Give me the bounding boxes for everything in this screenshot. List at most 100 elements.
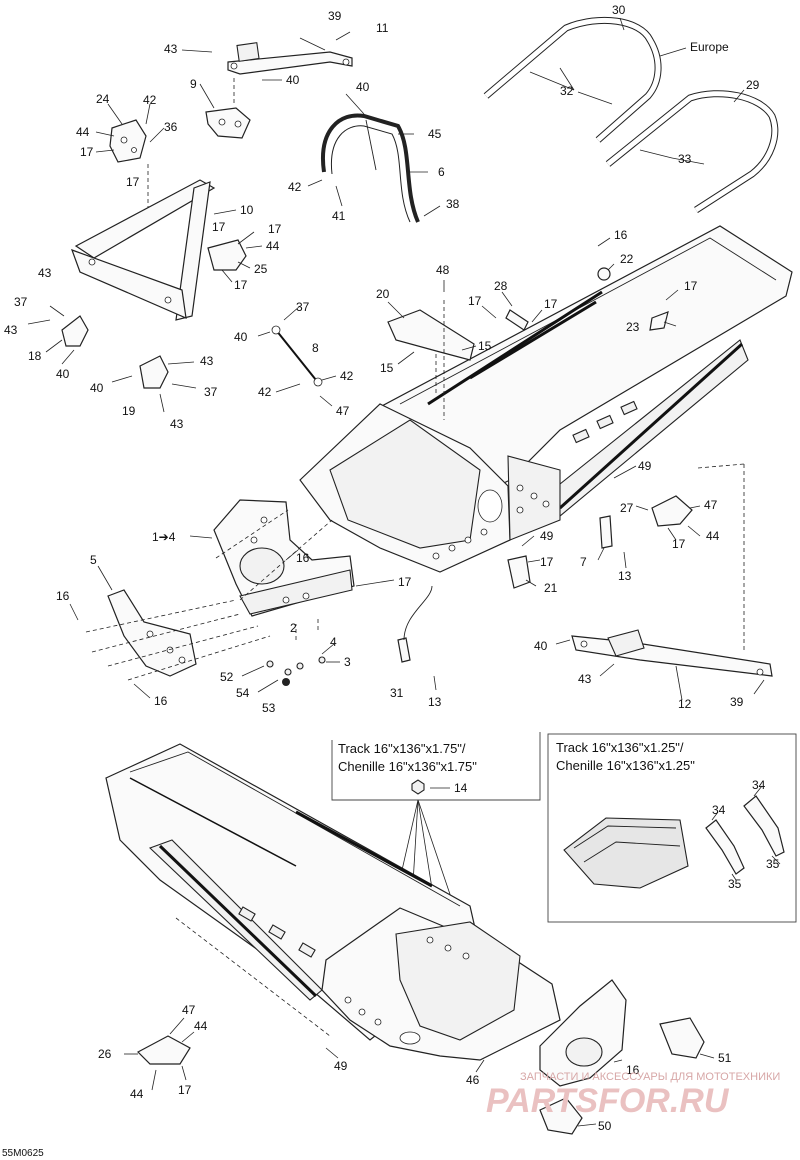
callout-17-g: 17 [544, 297, 558, 311]
callout-49-a: 49 [638, 459, 652, 473]
callout-43-d: 43 [170, 417, 184, 431]
callout-6: 6 [438, 165, 445, 179]
callout-44-b: 44 [266, 239, 280, 253]
callout-33: 33 [678, 152, 692, 166]
callout-19: 19 [122, 404, 136, 418]
callout-17-d: 17 [268, 222, 282, 236]
callout-5: 5 [90, 553, 97, 567]
callout-40-e: 40 [90, 381, 104, 395]
callout-17-m: 17 [178, 1083, 192, 1097]
part-19-bracket [111, 355, 197, 413]
part-27-bracket [635, 495, 701, 541]
inset-track-125: Track 16"x136"x1.25"/ Chenille 16"x136"x… [547, 733, 797, 923]
callout-22: 22 [620, 252, 634, 266]
callout-10: 10 [240, 203, 254, 217]
callout-41: 41 [332, 209, 346, 223]
part-25-bracket [207, 231, 263, 283]
callout-40-c: 40 [56, 367, 70, 381]
callout-30: 30 [612, 3, 626, 17]
callout-13-b: 13 [428, 695, 442, 709]
callout-43-top: 43 [164, 42, 178, 56]
callout-29: 29 [746, 78, 760, 92]
callout-43-b: 43 [4, 323, 18, 337]
callout-18: 18 [28, 349, 42, 363]
inset-track-175: Track 16"x136"x1.75"/ Chenille 16"x136"x… [331, 732, 541, 801]
callout-27: 27 [620, 501, 634, 515]
callout-37-c: 37 [204, 385, 218, 399]
part-6-hoop [307, 93, 441, 223]
callout-43-a: 43 [38, 266, 52, 280]
callout-13-a: 13 [618, 569, 632, 583]
inset-175-part: 14 [454, 781, 468, 795]
part-1-4-front-frame [189, 499, 395, 617]
callout-17-k: 17 [540, 555, 554, 569]
callout-44-e: 44 [130, 1087, 144, 1101]
callout-25: 25 [254, 262, 268, 276]
callout-49-b: 49 [540, 529, 554, 543]
callout-34-b: 34 [712, 803, 726, 817]
callout-46: 46 [466, 1073, 480, 1087]
callout-17-f: 17 [468, 294, 482, 308]
callout-16-d: 16 [626, 1063, 640, 1077]
callout-51: 51 [718, 1051, 732, 1065]
callout-47-b: 47 [704, 498, 718, 512]
callout-2: 2 [290, 621, 297, 635]
callout-12: 12 [678, 697, 692, 711]
callout-42-b: 42 [288, 180, 302, 194]
callout-44-a: 44 [76, 125, 90, 139]
callout-53: 53 [262, 701, 276, 715]
callout-15-b: 15 [380, 361, 394, 375]
inset-175-line1: Track 16"x136"x1.75"/ [338, 741, 466, 756]
callout-17-b: 17 [126, 175, 140, 189]
part-11-brace [227, 31, 353, 75]
part-5-side-plate [97, 565, 197, 677]
callout-43-e: 43 [578, 672, 592, 686]
callout-15-a: 15 [478, 339, 492, 353]
callout-17-l: 17 [398, 575, 412, 589]
callout-17-c: 17 [212, 220, 226, 234]
callout-49-c: 49 [334, 1059, 348, 1073]
callout-47-a: 47 [336, 404, 350, 418]
callout-17-j: 17 [672, 537, 686, 551]
callout-28: 28 [494, 279, 508, 293]
callout-39-top: 39 [328, 9, 342, 23]
part-29-bumper [605, 89, 779, 213]
callout-32: 32 [560, 84, 574, 98]
callout-43-c: 43 [200, 354, 214, 368]
callout-34-a: 34 [752, 778, 766, 792]
callout-17-i: 17 [684, 279, 698, 293]
callout-35-b: 35 [728, 877, 742, 891]
callout-17-a: 17 [80, 145, 94, 159]
callout-labels: 39 11 43 40 9 24 42 44 36 17 17 40 45 6 … [4, 3, 780, 1133]
callout-4-a: 4 [169, 530, 176, 544]
callout-16-c: 16 [154, 694, 168, 708]
callout-48: 48 [436, 263, 450, 277]
callout-40-b: 40 [356, 80, 370, 94]
callout-50: 50 [598, 1119, 612, 1133]
callout-42-d: 42 [258, 385, 272, 399]
tunnel-lower [105, 743, 561, 1061]
callout-54: 54 [236, 686, 250, 700]
part-8-rod [257, 305, 337, 407]
callout-35-a: 35 [766, 857, 780, 871]
callout-17-h: 16 [614, 228, 628, 242]
callout-40-d: 40 [234, 330, 248, 344]
callout-31: 31 [390, 686, 404, 700]
callout-40-top: 40 [286, 73, 300, 87]
callout-38: 38 [446, 197, 460, 211]
callout-9: 9 [190, 77, 197, 91]
callout-40-f: 40 [534, 639, 548, 653]
part-12-rail [555, 629, 773, 701]
part-9-bracket [199, 83, 251, 139]
callout-21: 21 [544, 581, 558, 595]
inset-125-line1: Track 16"x136"x1.25"/ [556, 740, 684, 755]
part-20-bracket [387, 301, 477, 394]
callout-20: 20 [376, 287, 390, 301]
inset-125-line2: Chenille 16"x136"x1.25" [556, 758, 695, 773]
tunnel-upper [299, 225, 793, 573]
callout-37-b: 37 [296, 300, 310, 314]
callout-45: 45 [428, 127, 442, 141]
part-30-bumper-europe [483, 16, 687, 143]
callout-3: 3 [344, 655, 351, 669]
